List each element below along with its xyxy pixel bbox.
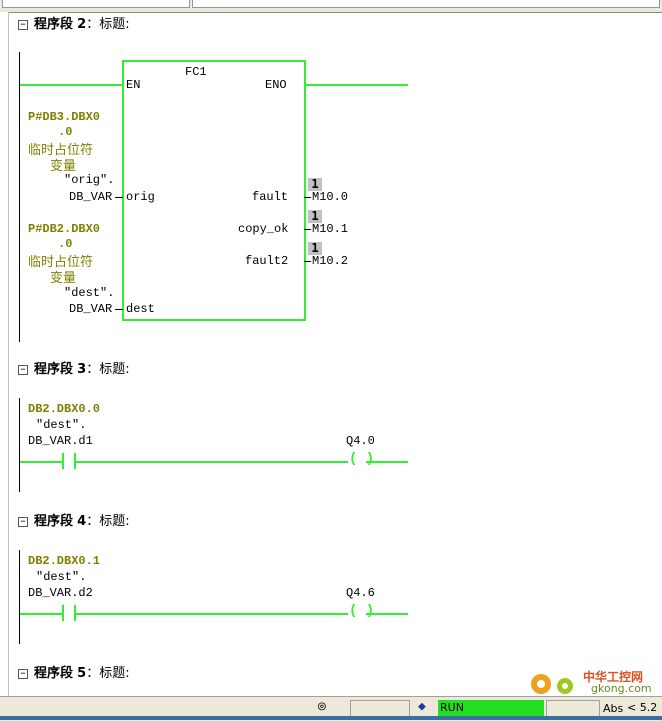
collapse-toggle-icon[interactable]: − — [18, 20, 28, 30]
contact-var: DB_VAR.d1 — [28, 434, 93, 448]
orig-address: P#DB3.DBX0 — [28, 110, 101, 124]
fc-block[interactable] — [122, 60, 306, 321]
orig-pin-wire — [115, 197, 123, 198]
fc-pin-dest: dest — [126, 302, 155, 316]
fc-pin-fault2: fault2 — [245, 254, 289, 268]
left-margin — [0, 12, 9, 696]
wire — [20, 613, 62, 615]
network-separator: ： — [86, 514, 100, 529]
dest-address: P#DB2.DBX0 — [28, 222, 101, 236]
network-2-header[interactable]: −程序段 2：标题: — [18, 13, 130, 32]
dest-address-bit: .0 — [58, 237, 73, 251]
fault2-operand[interactable]: M10.2 — [312, 254, 349, 268]
power-rail — [19, 550, 20, 644]
contact-address: DB2.DBX0.0 — [28, 402, 101, 416]
collapse-toggle-icon[interactable]: − — [18, 365, 28, 375]
coil-icon[interactable]: ( ) — [349, 451, 375, 467]
copy-ok-pin-wire — [304, 229, 311, 230]
fc-pin-copy-ok: copy_ok — [238, 222, 289, 236]
coil-address[interactable]: Q4.6 — [346, 586, 375, 600]
network-number: 3 — [77, 362, 87, 377]
contact-symbol: "dest". — [36, 418, 87, 432]
watermark-logo: 中华工控网 gkong.com — [525, 668, 661, 696]
wire — [20, 461, 62, 463]
coil-address[interactable]: Q4.0 — [346, 434, 375, 448]
fc-eno-label: ENO — [265, 78, 287, 92]
status-badge: 1 — [308, 242, 322, 255]
contact-symbol: "dest". — [36, 570, 87, 584]
network-title: 标题: — [99, 666, 130, 681]
status-badge: 1 — [308, 178, 322, 191]
network-prefix: 程序段 — [34, 514, 74, 529]
contact-icon[interactable] — [62, 453, 64, 469]
abs-mode: Abs — [603, 702, 624, 715]
watermark-url: gkong.com — [591, 682, 652, 695]
network-number: 4 — [77, 514, 87, 529]
orig-temp-label-2: 变量 — [50, 159, 77, 174]
coil-icon[interactable]: ( ) — [349, 603, 375, 619]
wire — [366, 461, 408, 463]
toolbar-field-left[interactable] — [2, 0, 190, 8]
network-status-icon: ⌾ — [318, 700, 326, 715]
contact-icon[interactable] — [74, 605, 76, 621]
network-separator: ： — [86, 17, 100, 32]
dest-temp-label-2: 变量 — [50, 271, 77, 286]
network-separator: ： — [86, 362, 100, 377]
orig-symbol: "orig". — [64, 173, 115, 187]
network-number: 2 — [77, 17, 87, 32]
power-rail — [19, 52, 20, 342]
network-prefix: 程序段 — [34, 362, 74, 377]
network-4-header[interactable]: −程序段 4：标题: — [18, 510, 130, 529]
top-toolbar — [0, 0, 662, 13]
contact-var: DB_VAR.d2 — [28, 586, 93, 600]
network-title: 标题: — [99, 514, 130, 529]
network-prefix: 程序段 — [34, 666, 74, 681]
power-rail — [19, 398, 20, 492]
contact-icon[interactable] — [74, 453, 76, 469]
dest-temp-label: 临时占位符 — [28, 255, 94, 270]
gear-icon — [531, 674, 573, 694]
collapse-toggle-icon[interactable]: − — [18, 517, 28, 527]
orig-address-bit: .0 — [58, 125, 73, 139]
watermark-text: 中华工控网 — [583, 670, 644, 684]
fc-name: FC1 — [185, 65, 207, 79]
diamond-icon: ◆ — [418, 699, 426, 714]
network-title: 标题: — [99, 362, 130, 377]
dest-var: DB_VAR — [69, 302, 113, 316]
dest-pin-wire — [115, 309, 123, 310]
orig-var: DB_VAR — [69, 190, 113, 204]
eno-wire — [304, 84, 408, 86]
network-3-header[interactable]: −程序段 3：标题: — [18, 358, 130, 377]
position-readout: < 5.2 — [627, 701, 658, 714]
network-number: 5 — [77, 666, 87, 681]
network-separator: ： — [86, 666, 100, 681]
fault-operand[interactable]: M10.0 — [312, 190, 349, 204]
toolbar-field-right[interactable] — [192, 0, 660, 8]
wire — [366, 613, 408, 615]
network-5-header[interactable]: −程序段 5：标题: — [18, 662, 130, 681]
contact-address: DB2.DBX0.1 — [28, 554, 101, 568]
wire — [76, 613, 348, 615]
network-prefix: 程序段 — [34, 17, 74, 32]
orig-temp-label: 临时占位符 — [28, 143, 94, 158]
taskbar-edge — [0, 716, 662, 720]
network-title: 标题: — [99, 17, 130, 32]
copy-ok-operand[interactable]: M10.1 — [312, 222, 349, 236]
status-badge: 1 — [308, 210, 322, 223]
fault2-pin-wire — [304, 261, 311, 262]
en-wire — [20, 84, 122, 86]
collapse-toggle-icon[interactable]: − — [18, 669, 28, 679]
fc-en-label: EN — [126, 78, 141, 92]
fc-pin-fault: fault — [252, 190, 289, 204]
fc-pin-orig: orig — [126, 190, 155, 204]
fault-pin-wire — [304, 197, 311, 198]
wire — [76, 461, 348, 463]
contact-icon[interactable] — [62, 605, 64, 621]
dest-symbol: "dest". — [64, 286, 115, 300]
run-status: RUN — [438, 700, 544, 716]
